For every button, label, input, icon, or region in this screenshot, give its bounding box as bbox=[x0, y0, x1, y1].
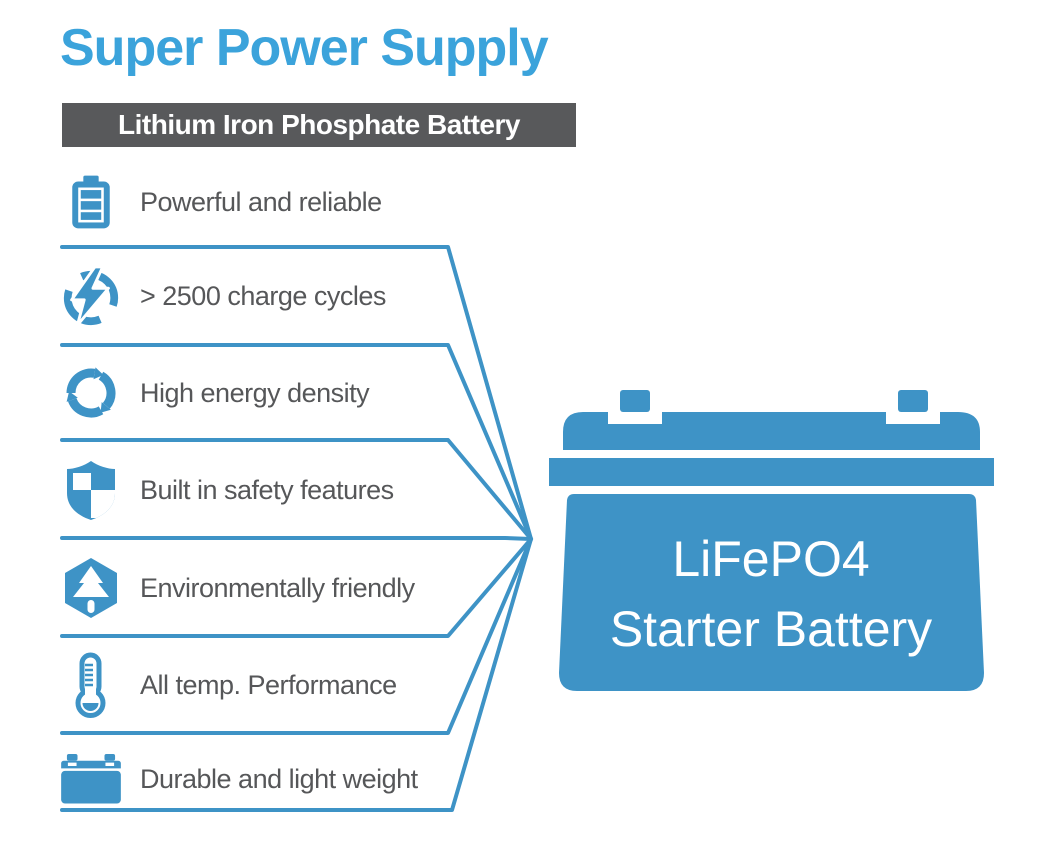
feature-row: High energy density bbox=[58, 360, 478, 426]
feature-label: > 2500 charge cycles bbox=[140, 280, 386, 311]
feature-icon-box bbox=[58, 169, 124, 235]
feature-row: Built in safety features bbox=[58, 457, 478, 523]
thermometer-icon bbox=[75, 652, 106, 718]
subtitle-banner: Lithium Iron Phosphate Battery bbox=[62, 103, 576, 147]
feature-label: Powerful and reliable bbox=[140, 186, 382, 217]
battery-lid bbox=[563, 412, 980, 450]
feature-row: Environmentally friendly bbox=[58, 555, 478, 621]
feature-icon-box bbox=[58, 555, 124, 621]
feature-row: > 2500 charge cycles bbox=[58, 263, 478, 329]
tree-icon bbox=[65, 558, 117, 618]
battery-terminal-left bbox=[620, 390, 650, 412]
feature-label: Environmentally friendly bbox=[140, 572, 415, 603]
car-battery-icon bbox=[61, 753, 121, 804]
battery-terminal-right bbox=[898, 390, 928, 412]
feature-icon-box bbox=[58, 360, 124, 426]
feature-label: Built in safety features bbox=[140, 474, 394, 505]
feature-label: Durable and light weight bbox=[140, 763, 418, 794]
feature-icon-box bbox=[58, 457, 124, 523]
battery-label-line2: Starter Battery bbox=[610, 601, 932, 657]
feature-row: Powerful and reliable bbox=[58, 169, 478, 235]
battery-band bbox=[549, 458, 994, 486]
subtitle-banner-label: Lithium Iron Phosphate Battery bbox=[118, 109, 520, 140]
feature-icon-box bbox=[58, 746, 124, 812]
feature-row: All temp. Performance bbox=[58, 652, 478, 718]
lightning-icon bbox=[63, 265, 119, 327]
page-title: Super Power Supply bbox=[60, 19, 549, 77]
recycle-icon bbox=[66, 367, 116, 418]
feature-icon-box bbox=[58, 652, 124, 718]
battery-icon bbox=[72, 175, 110, 229]
feature-label: High energy density bbox=[140, 377, 370, 408]
feature-row: Durable and light weight bbox=[58, 746, 478, 812]
feature-connector-line bbox=[60, 536, 533, 541]
shield-icon bbox=[67, 461, 115, 520]
feature-icon-box bbox=[58, 263, 124, 329]
feature-label: All temp. Performance bbox=[140, 669, 397, 700]
battery-label-line1: LiFePO4 bbox=[672, 531, 869, 587]
battery-body bbox=[559, 494, 984, 691]
